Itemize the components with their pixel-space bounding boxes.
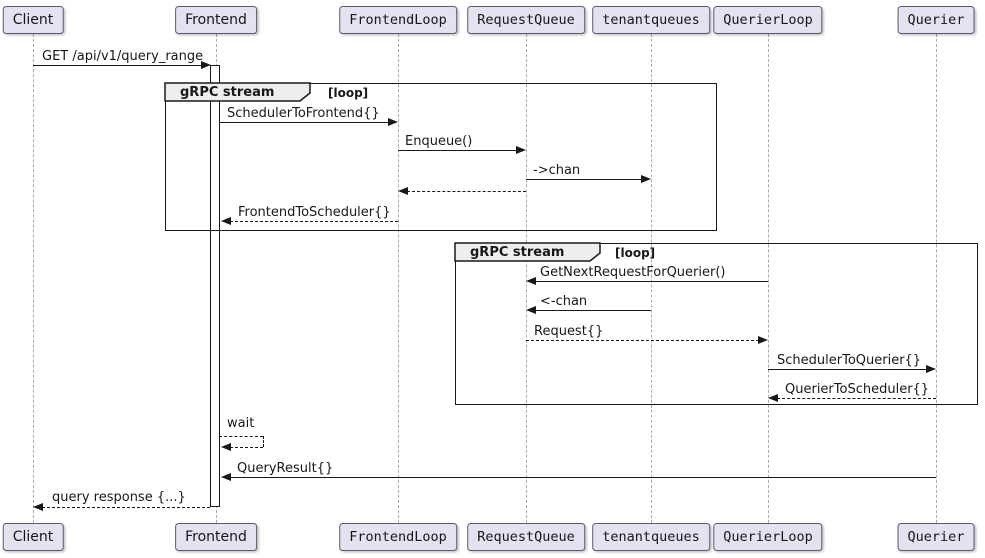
- participant-requestqueue-bottom: RequestQueue: [467, 523, 585, 551]
- participant-frontendloop-top: FrontendLoop: [339, 6, 457, 34]
- msg-enqueue-arrowhead: [516, 146, 526, 154]
- msg-query-response-arrowhead: [33, 503, 43, 511]
- msg-query-response-line: [42, 507, 210, 508]
- frame1-title: gRPC stream: [180, 85, 275, 100]
- msg-querier-to-scheduler-line: [777, 398, 936, 399]
- msg-enqueue-label: Enqueue(): [405, 134, 473, 149]
- msg-to-chan-label: ->chan: [533, 163, 581, 178]
- msg-to-chan-arrowhead: [641, 175, 651, 183]
- msg-from-chan-line: [535, 310, 651, 311]
- msg-get-query-range-line: [33, 65, 202, 66]
- frame-grpc-stream-frontend: [165, 83, 717, 231]
- participant-tenantqueues-bottom: tenantqueues: [592, 523, 710, 551]
- participant-requestqueue-top: RequestQueue: [467, 6, 585, 34]
- participant-client-bottom: Client: [2, 523, 64, 551]
- frame1-header-pentagon: [164, 82, 311, 102]
- msg-from-chan-label: <-chan: [540, 294, 588, 309]
- msg-scheduler-to-querier-line: [768, 369, 927, 370]
- participant-querier-bottom: Querier: [897, 523, 975, 551]
- frame2-operator-label: [loop]: [615, 246, 656, 260]
- msg-scheduler-to-querier-arrowhead: [926, 365, 936, 373]
- msg-wait-label: wait: [227, 416, 255, 431]
- frame2-title: gRPC stream: [470, 245, 565, 260]
- msg-wait-line-right: [263, 436, 264, 447]
- msg-query-result-arrowhead: [221, 473, 231, 481]
- msg-query-result-line: [230, 477, 936, 478]
- participant-querier-top: Querier: [897, 6, 975, 34]
- msg-get-query-range-arrowhead: [201, 61, 211, 69]
- msg-wait-arrowhead: [221, 443, 231, 451]
- participant-frontendloop-bottom: FrontendLoop: [339, 523, 457, 551]
- msg-request-label: Request{}: [534, 324, 604, 339]
- msg-enqueue-line: [398, 150, 517, 151]
- lifeline-client: [33, 34, 34, 523]
- msg-enqueue-return-arrowhead: [398, 187, 408, 195]
- msg-query-result-label: QueryResult{}: [237, 461, 334, 476]
- msg-query-response-label: query response {...}: [52, 490, 186, 505]
- msg-request-line: [526, 340, 759, 341]
- msg-scheduler-to-frontend-line: [219, 122, 389, 123]
- msg-wait-line-bottom: [230, 447, 263, 448]
- msg-querier-to-scheduler-label: QuerierToScheduler{}: [785, 382, 930, 397]
- msg-request-arrowhead: [758, 336, 768, 344]
- msg-querier-to-scheduler-arrowhead: [768, 394, 778, 402]
- msg-enqueue-return-line: [407, 191, 526, 192]
- msg-get-next-request-line: [535, 281, 768, 282]
- msg-frontend-to-scheduler-label: FrontendToScheduler{}: [238, 205, 391, 220]
- msg-wait-line-top: [219, 436, 263, 437]
- msg-get-query-range-label: GET /api/v1/query_range: [42, 49, 204, 64]
- frame-grpc-stream-querier: [455, 243, 978, 405]
- frame1-operator-label: [loop]: [328, 86, 369, 100]
- msg-frontend-to-scheduler-line: [230, 221, 398, 222]
- msg-scheduler-to-frontend-label: SchedulerToFrontend{}: [227, 106, 380, 121]
- lifeline-querier: [936, 34, 937, 523]
- msg-get-next-request-arrowhead: [526, 277, 536, 285]
- msg-to-chan-line: [526, 179, 642, 180]
- participant-tenantqueues-top: tenantqueues: [592, 6, 710, 34]
- lifeline-frontendloop: [398, 34, 399, 523]
- msg-from-chan-arrowhead: [526, 306, 536, 314]
- activation-bar-frontend: [210, 65, 220, 507]
- participant-querierloop-bottom: QuerierLoop: [713, 523, 823, 551]
- msg-scheduler-to-frontend-arrowhead: [388, 118, 398, 126]
- msg-scheduler-to-querier-label: SchedulerToQuerier{}: [777, 353, 922, 368]
- msg-get-next-request-label: GetNextRequestForQuerier(): [540, 265, 726, 280]
- participant-frontend-top: Frontend: [175, 6, 257, 34]
- lifeline-tenantqueues: [651, 34, 652, 523]
- frame2-header-pentagon: [454, 242, 601, 262]
- participant-querierloop-top: QuerierLoop: [713, 6, 823, 34]
- participant-frontend-bottom: Frontend: [175, 523, 257, 551]
- msg-frontend-to-scheduler-arrowhead: [221, 217, 231, 225]
- participant-client-top: Client: [2, 6, 64, 34]
- lifeline-querierloop: [768, 34, 769, 523]
